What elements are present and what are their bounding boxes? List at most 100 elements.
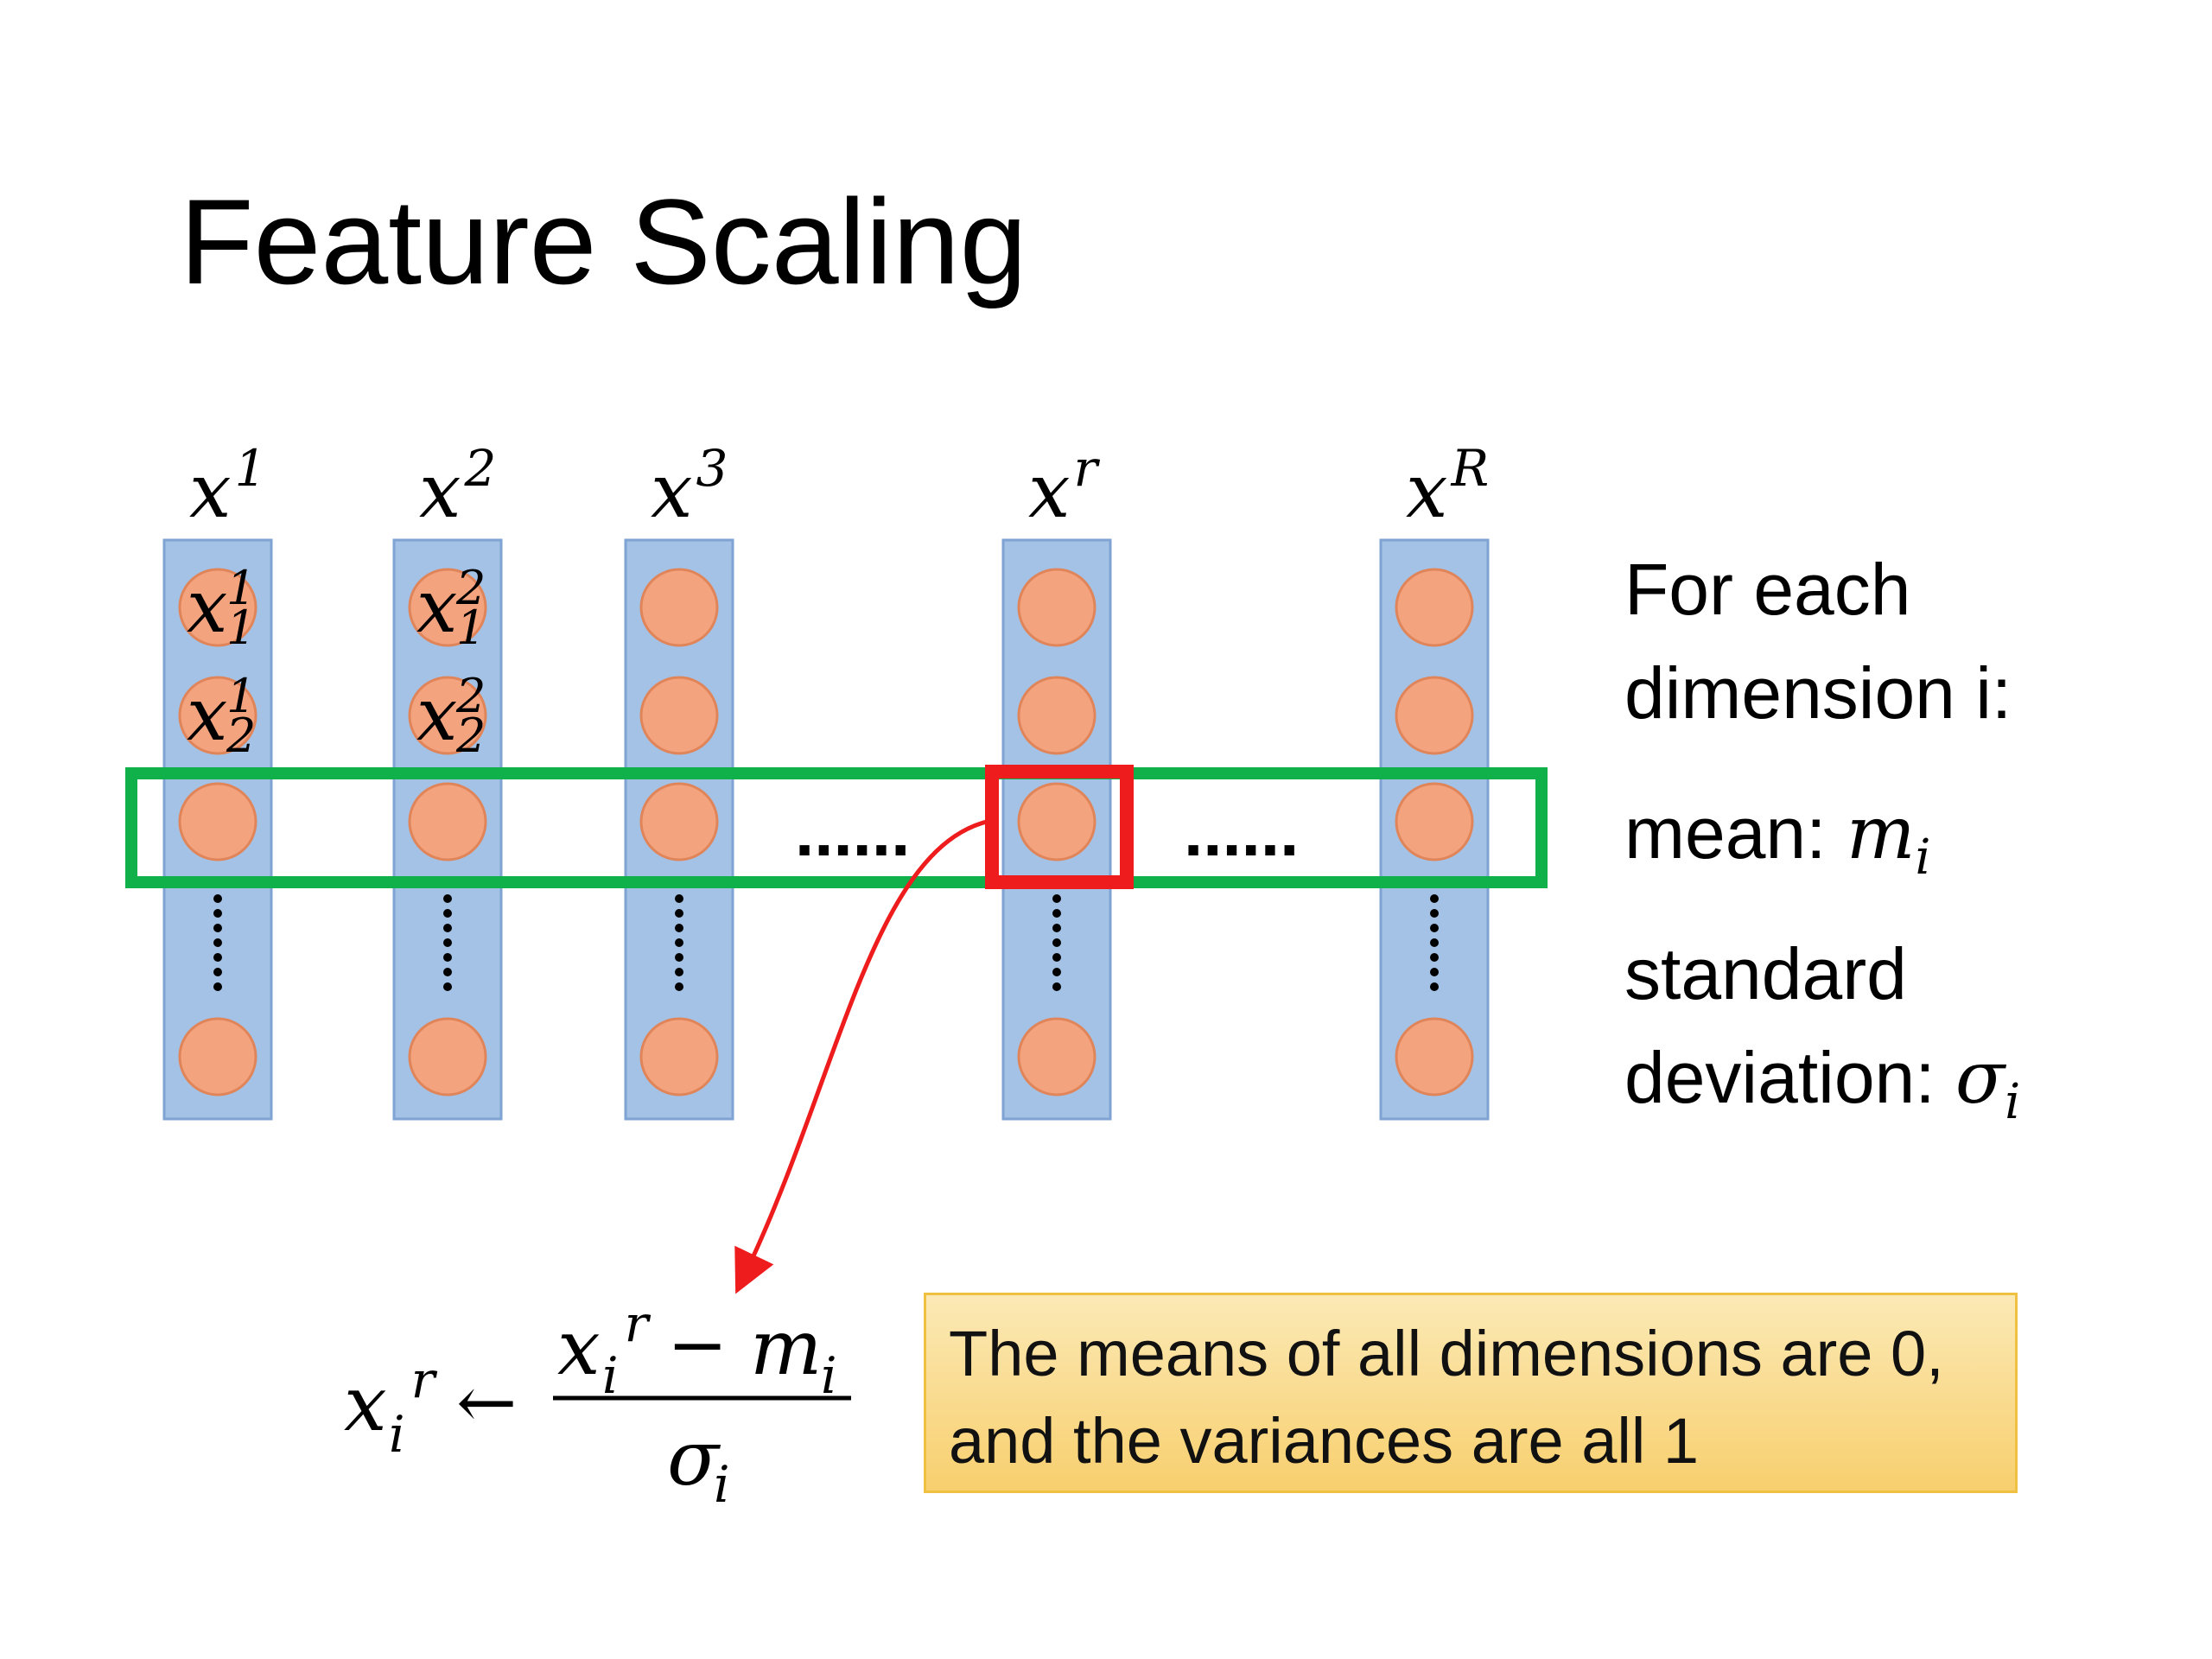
node-label-sub: 1	[456, 601, 486, 655]
column-ellipsis-dot	[675, 968, 683, 976]
side-text-deviation: deviation: σi	[1624, 1041, 2020, 1127]
svg-text:x r: x r	[557, 1294, 652, 1392]
column-ellipsis-dot	[443, 953, 452, 962]
column-ellipsis-dot	[1430, 968, 1439, 976]
node-label-sub: 2	[226, 709, 256, 763]
feature-node	[1017, 568, 1096, 647]
formula-den-sub: i	[714, 1455, 730, 1514]
feature-node	[639, 782, 719, 861]
column-ellipsis-dot	[1052, 938, 1061, 947]
column-ellipsis-dot	[1052, 909, 1061, 918]
column-label-sup: r	[1074, 439, 1101, 498]
normalization-formula: x r i ← x r i − m i σ i	[344, 1294, 851, 1514]
column-ellipsis-dot	[1052, 924, 1061, 932]
std-label: deviation:	[1624, 1037, 1955, 1118]
column-ellipsis-dot	[675, 982, 683, 991]
mean-label: mean:	[1624, 792, 1847, 874]
feature-node	[178, 1017, 257, 1096]
row-ellipsis-right: ......	[1184, 793, 1299, 870]
callout-line-2: and the variances are all 1	[949, 1404, 1699, 1477]
column-ellipsis-dot	[213, 953, 222, 962]
column-label-base: x	[419, 448, 461, 535]
column-ellipsis-dot	[1430, 938, 1439, 947]
mean-subscript: i	[1915, 829, 1931, 886]
column-ellipsis-dot	[1430, 909, 1439, 918]
column-label-sup: 3	[696, 439, 728, 498]
column-ellipsis-dot	[1430, 953, 1439, 962]
feature-node	[178, 676, 257, 755]
formula-num-sub: i	[602, 1346, 619, 1405]
feature-node	[1017, 782, 1096, 861]
mean-symbol: m	[1846, 791, 1916, 875]
formula-num-m-sub: i	[821, 1346, 837, 1405]
node-label-sub: 1	[226, 601, 256, 655]
column-ellipsis-dot	[443, 968, 452, 976]
column-ellipsis-dot	[443, 982, 452, 991]
column-ellipsis-dot	[213, 909, 222, 918]
node-label-sup: 2	[455, 669, 486, 723]
side-text-dimension: dimension i:	[1624, 652, 2012, 734]
feature-node	[178, 782, 257, 861]
formula-num-m: m	[750, 1303, 822, 1392]
callout-line-1: The means of all dimensions are 0,	[949, 1318, 1944, 1389]
node-label-sup: 1	[226, 669, 256, 723]
column-ellipsis-dot	[1052, 894, 1061, 903]
feature-node	[1395, 782, 1474, 861]
column-label-base: x	[651, 448, 693, 535]
formula-den: σ	[667, 1414, 721, 1503]
svg-text:x r: x r	[344, 1351, 438, 1448]
column-ellipsis-dot	[675, 924, 683, 932]
column-label: xR	[1406, 439, 1489, 535]
column-ellipsis-dot	[443, 909, 452, 918]
column-label: x3	[651, 439, 728, 535]
column-ellipsis-dot	[213, 938, 222, 947]
side-text-for-each: For each	[1624, 549, 1911, 630]
column-label: x1	[189, 439, 266, 535]
column-ellipsis-dot	[675, 938, 683, 947]
formula-num-sup: r	[625, 1294, 652, 1353]
column-label-base: x	[1406, 448, 1448, 535]
dimension-row-highlight	[125, 767, 1548, 888]
column-ellipsis-dot	[1052, 982, 1061, 991]
feature-node	[408, 568, 487, 647]
feature-node	[639, 1017, 719, 1096]
feature-node	[1017, 676, 1096, 755]
column-ellipsis-dot	[675, 894, 683, 903]
column-ellipsis-dot	[443, 938, 452, 947]
feature-node	[1017, 1017, 1096, 1096]
column-ellipsis-dot	[443, 924, 452, 932]
feature-node	[639, 568, 719, 647]
selected-cell-highlight	[985, 765, 1134, 889]
row-ellipsis-left: ......	[795, 793, 910, 870]
feature-node	[1395, 1017, 1474, 1096]
formula-lhs-base: x	[344, 1359, 387, 1448]
column-label: xr	[1028, 439, 1101, 535]
column-label-base: x	[1028, 448, 1071, 535]
feature-node	[1395, 568, 1474, 647]
formula-lhs-sub: i	[389, 1405, 405, 1464]
column-label-sup: 1	[235, 439, 267, 498]
column-ellipsis-dot	[675, 953, 683, 962]
column-label-base: x	[189, 448, 232, 535]
formula-lhs-sup: r	[411, 1351, 438, 1409]
node-label-sup: 1	[226, 561, 256, 615]
column-ellipsis-dot	[1052, 968, 1061, 976]
formula-num-base: x	[557, 1303, 601, 1392]
feature-node	[408, 782, 487, 861]
std-symbol: σ	[1955, 1035, 2005, 1120]
feature-node	[639, 676, 719, 755]
feature-node	[1395, 676, 1474, 755]
feature-node	[178, 568, 257, 647]
column-ellipsis-dot	[213, 982, 222, 991]
std-subscript: i	[2005, 1073, 2021, 1130]
formula-minus: −	[667, 1302, 728, 1387]
column-ellipsis-dot	[1430, 924, 1439, 932]
column-ellipsis-dot	[1430, 982, 1439, 991]
node-label: x	[416, 564, 457, 649]
result-callout: The means of all dimensions are 0, and t…	[924, 1293, 2018, 1493]
column-ellipsis-dot	[1430, 894, 1439, 903]
feature-node	[408, 1017, 487, 1096]
